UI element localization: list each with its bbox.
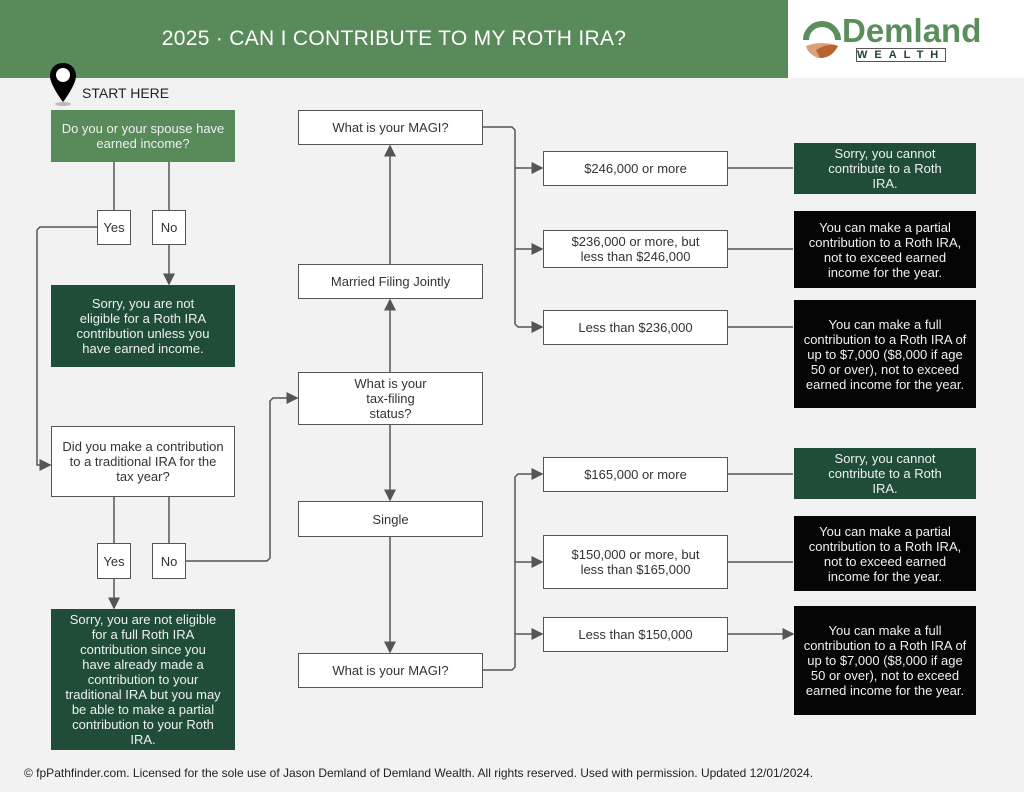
status-single: Single [298, 501, 483, 537]
outcome-not-eligible-earned: Sorry, you are not eligible for a Roth I… [51, 285, 235, 367]
outcome-single-full: You can make a full contribution to a Ro… [794, 606, 976, 715]
page-title: 2025 · CAN I CONTRIBUTE TO MY ROTH IRA? [0, 0, 788, 78]
question-traditional-ira: Did you make a contribution to a traditi… [51, 426, 235, 497]
logo-sub: WEALTH [856, 48, 947, 62]
outcome-not-eligible-traditional: Sorry, you are not eligible for a full R… [51, 609, 235, 750]
logo: Demland WEALTH [788, 0, 1024, 78]
outcome-mfj-cannot: Sorry, you cannot contribute to a Roth I… [794, 143, 976, 194]
outcome-single-partial: You can make a partial contribution to a… [794, 516, 976, 591]
range-single-165k-plus: $165,000 or more [543, 457, 728, 492]
range-single-150k-165k: $150,000 or more, but less than $165,000 [543, 535, 728, 589]
logo-mark-icon [803, 21, 841, 58]
outcome-mfj-partial: You can make a partial contribution to a… [794, 211, 976, 288]
range-mfj-246k-plus: $246,000 or more [543, 151, 728, 186]
question-tax-filing-status: What is your tax-filing status? [298, 372, 483, 425]
question-magi-mfj: What is your MAGI? [298, 110, 483, 145]
logo-name: Demland [842, 12, 982, 49]
map-pin-icon [50, 63, 76, 106]
start-label: START HERE [82, 85, 170, 101]
question-magi-single: What is your MAGI? [298, 653, 483, 688]
range-mfj-under-236k: Less than $236,000 [543, 310, 728, 345]
status-married-filing-jointly: Married Filing Jointly [298, 264, 483, 299]
range-mfj-236k-246k: $236,000 or more, but less than $246,000 [543, 230, 728, 268]
outcome-single-cannot: Sorry, you cannot contribute to a Roth I… [794, 448, 976, 499]
outcome-mfj-full: You can make a full contribution to a Ro… [794, 300, 976, 408]
answer-no-traditional: No [152, 543, 186, 579]
footer-copyright: © fpPathfinder.com. Licensed for the sol… [24, 766, 814, 780]
question-earned-income: Do you or your spouse have earned income… [51, 110, 235, 162]
range-single-under-150k: Less than $150,000 [543, 617, 728, 652]
answer-yes-traditional: Yes [97, 543, 131, 579]
answer-no-earned: No [152, 210, 186, 245]
answer-yes-earned: Yes [97, 210, 131, 245]
